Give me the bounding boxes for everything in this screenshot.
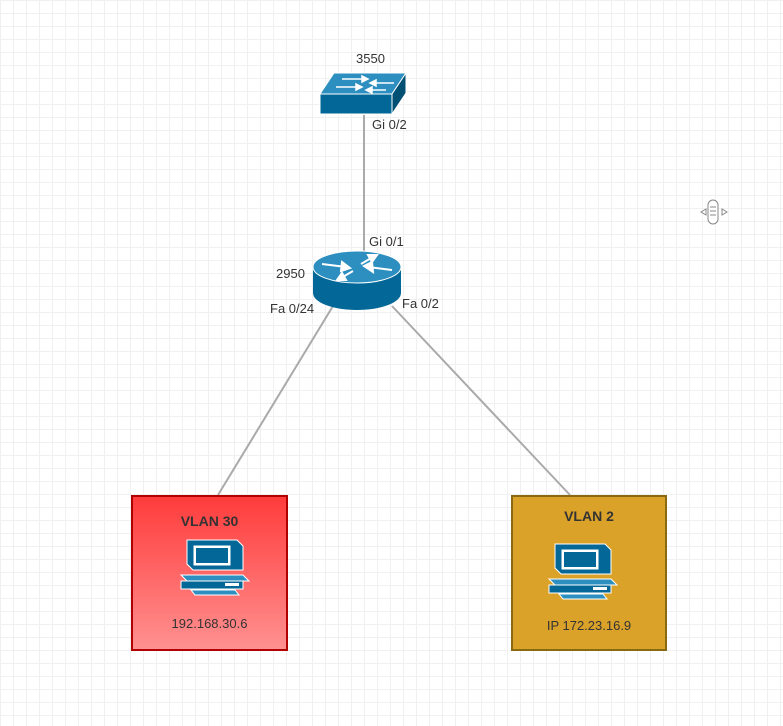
link-router-vlan30 (217, 305, 334, 496)
vlan-30-box[interactable]: VLAN 30 192.168.30.6 (131, 495, 288, 651)
router-icon[interactable] (312, 250, 402, 310)
vlan-title: VLAN 30 (180, 513, 239, 529)
link-router-vlan2 (391, 305, 571, 496)
workstation-icon (547, 543, 619, 600)
vlan-title: VLAN 2 (564, 508, 614, 524)
router-label: 2950 (276, 266, 305, 281)
vlan-ip: 192.168.30.6 (171, 616, 248, 631)
router-port-up-label: Gi 0/1 (369, 234, 404, 249)
switch-port-label: Gi 0/2 (372, 117, 407, 132)
workstation-icon (179, 539, 251, 596)
router-port-left-label: Fa 0/24 (270, 301, 315, 316)
vlan-2-box[interactable]: VLAN 2 IP 172.23.16.9 (511, 495, 667, 651)
navigation-control-icon[interactable] (699, 196, 729, 228)
switch-icon[interactable] (319, 71, 407, 116)
vlan-ip: IP 172.23.16.9 (546, 618, 632, 633)
router-port-right-label: Fa 0/2 (402, 296, 439, 311)
switch-label: 3550 (356, 51, 385, 66)
